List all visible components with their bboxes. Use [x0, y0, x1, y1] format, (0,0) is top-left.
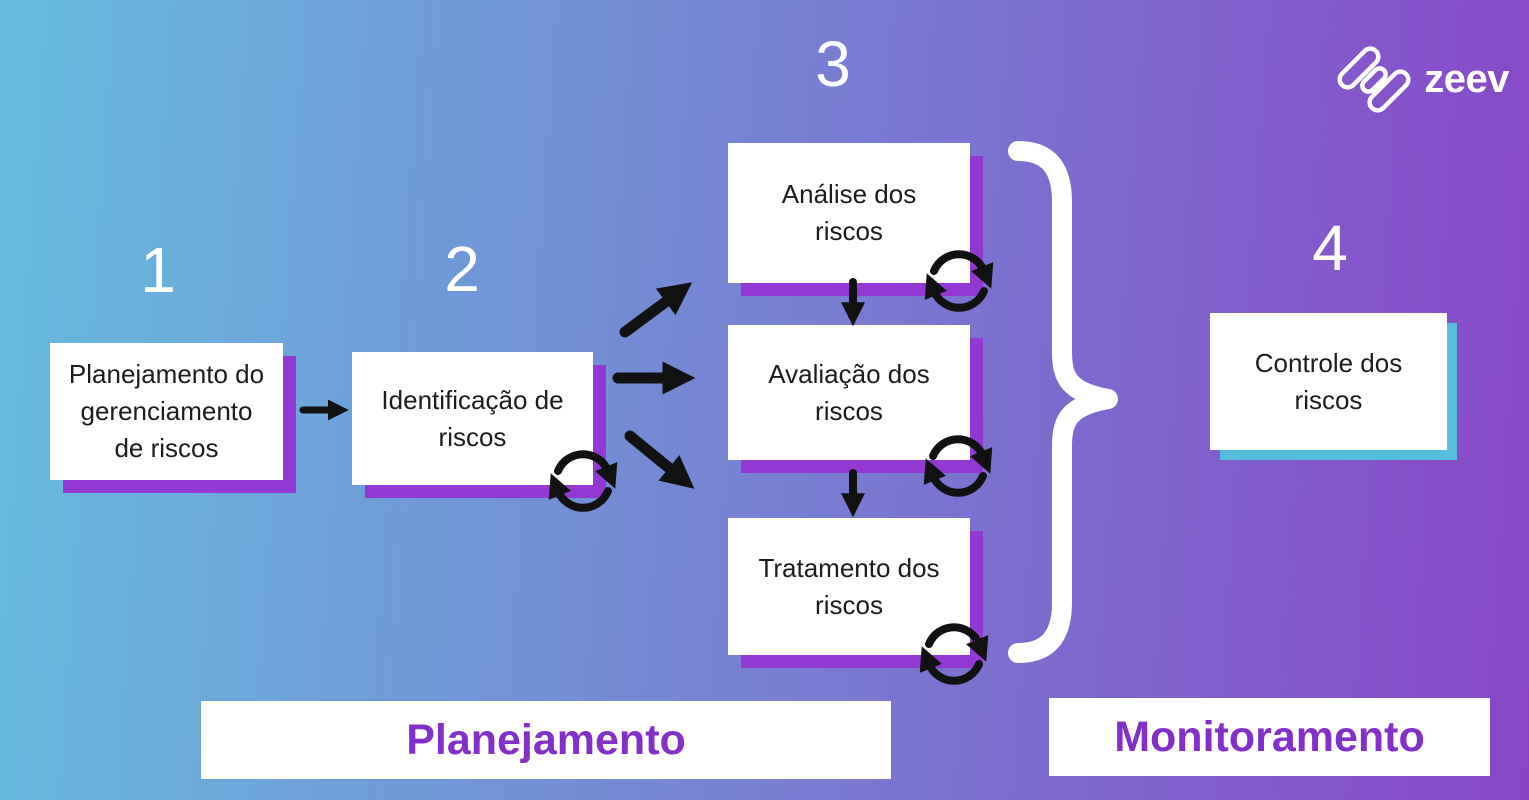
- phase-label: Planejamento: [406, 715, 686, 764]
- box-label: Análise dos riscos: [781, 179, 917, 246]
- step-number-1: 1: [140, 234, 176, 306]
- box-avaliacao-riscos: Avaliação dos riscos: [728, 325, 970, 460]
- step-number-4: 4: [1312, 212, 1348, 284]
- phase-bar-monitoramento: Monitoramento: [1049, 698, 1490, 776]
- box-label: Avaliação dos riscos: [768, 358, 930, 426]
- zeev-logo: zeev: [1336, 44, 1509, 114]
- phase-label: Monitoramento: [1114, 712, 1425, 761]
- box-planejamento-gerenciamento: Planejamento do gerenciamento de riscos: [50, 343, 283, 480]
- zeev-logo-text: zeev: [1424, 56, 1509, 101]
- brace-group-icon: [1008, 141, 1118, 663]
- box-label: Identificação de riscos: [381, 384, 564, 452]
- box-analise-riscos: Análise dos riscos: [728, 143, 970, 283]
- phase-bar-planejamento: Planejamento: [201, 701, 891, 779]
- box-controle-riscos: Controle dos riscos: [1210, 313, 1447, 450]
- step-number-3: 3: [815, 28, 851, 100]
- zeev-loops-icon: [1337, 46, 1411, 113]
- fan-arrow-down-icon: [624, 430, 695, 489]
- box-label: Tratamento dos riscos: [758, 552, 940, 620]
- fan-arrow-up-icon: [619, 282, 693, 338]
- box-identificacao-riscos: Identificação de riscos: [352, 352, 593, 485]
- box-label: Controle dos riscos: [1254, 347, 1403, 415]
- box-label: Planejamento do gerenciamento de riscos: [68, 359, 265, 463]
- box-tratamento-riscos: Tratamento dos riscos: [728, 518, 970, 655]
- step-number-2: 2: [444, 233, 480, 305]
